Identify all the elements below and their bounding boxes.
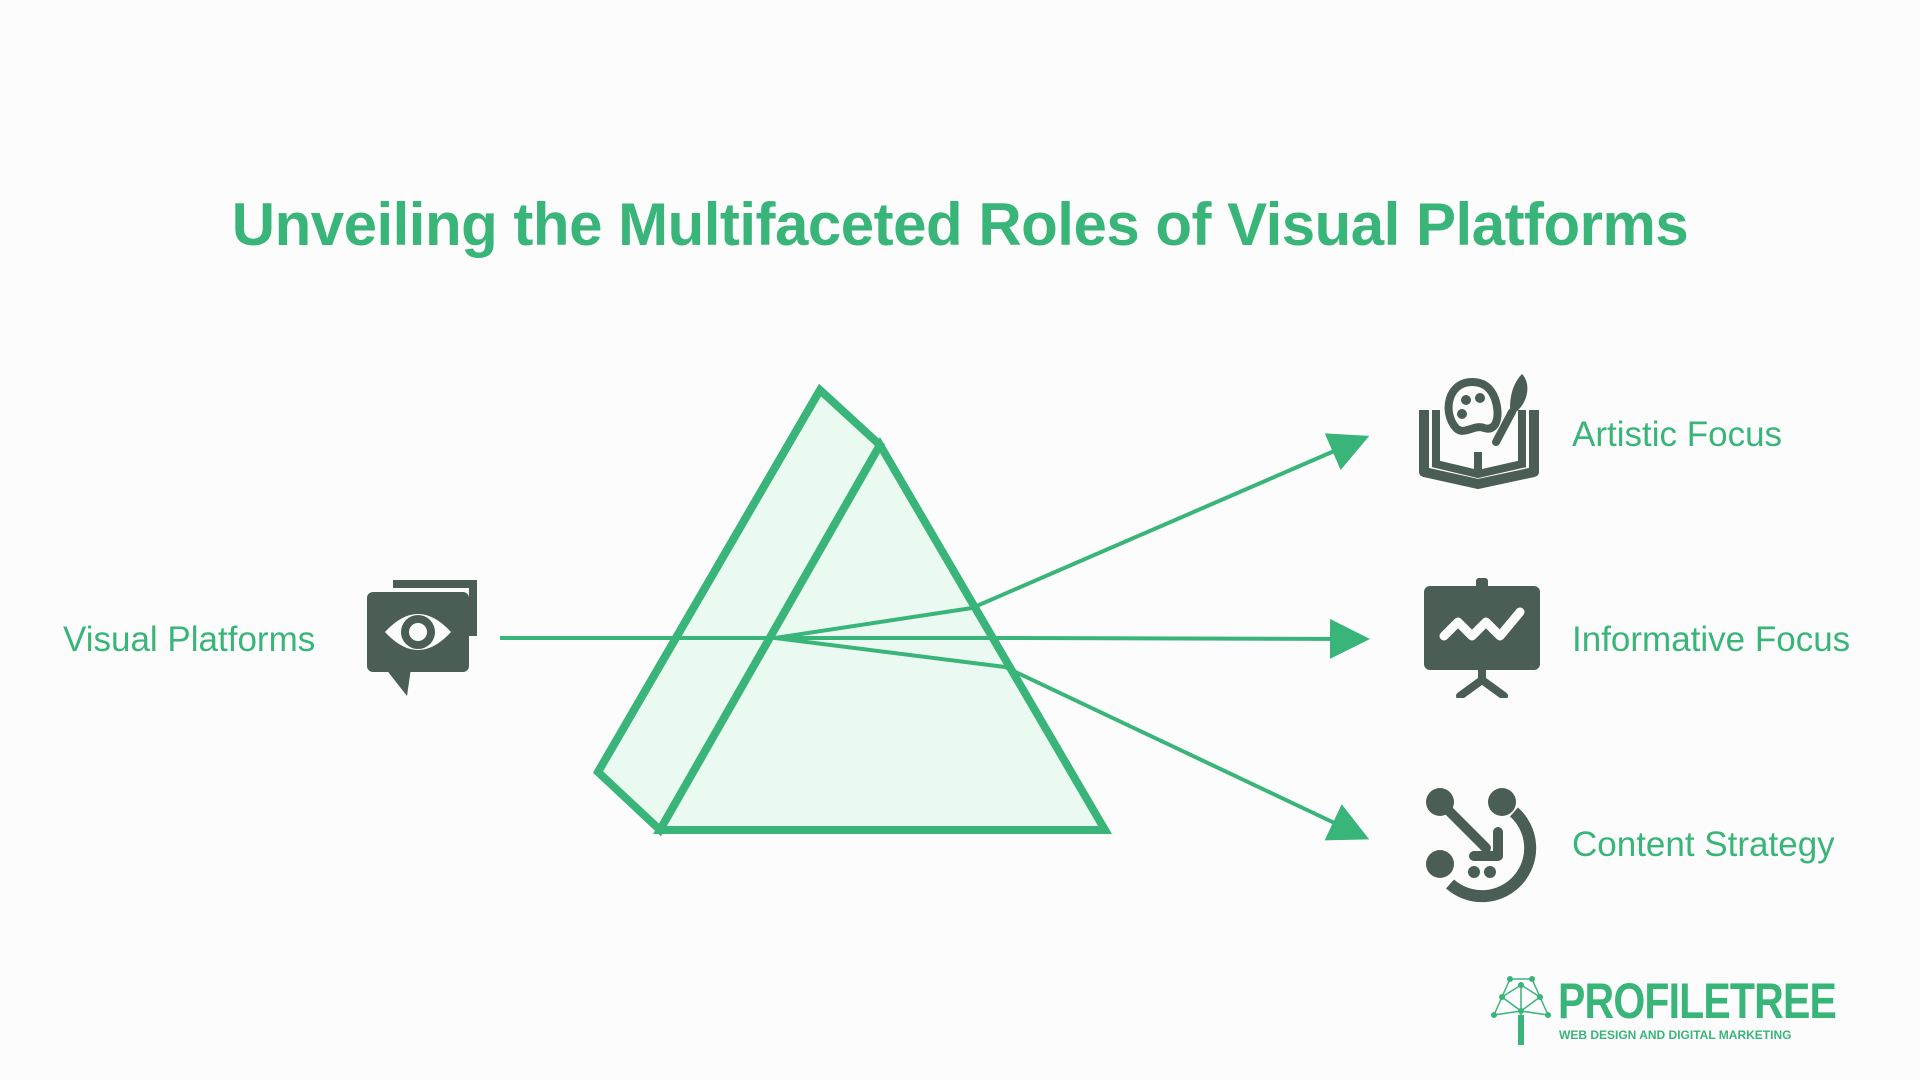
output-label-informative: Informative Focus [1572, 620, 1851, 659]
strategy-path-icon [1426, 788, 1537, 903]
page-title: Unveiling the Multifaceted Roles of Visu… [231, 191, 1689, 258]
prism [592, 383, 1112, 837]
refraction-line-top [774, 606, 973, 640]
palette-book-icon [1419, 374, 1539, 489]
logo-tagline: WEB DESIGN AND DIGITAL MARKETING [1559, 1028, 1792, 1042]
logo-wordmark: PROFILETREE [1558, 973, 1837, 1029]
prism-edge [594, 387, 824, 775]
eye-chat-icon [367, 580, 477, 696]
source-label: Visual Platforms [63, 620, 316, 659]
output-arrow-artistic [971, 433, 1370, 610]
profiletree-logo: PROFILETREE WEB DESIGN AND DIGITAL MARKE… [1488, 973, 1837, 1048]
refraction-line-bottom [774, 636, 1006, 669]
output-label-artistic: Artistic Focus [1572, 415, 1783, 454]
output-arrow-informative [994, 618, 1370, 659]
presentation-chart-icon [1424, 578, 1540, 698]
output-label-strategy: Content Strategy [1572, 825, 1835, 864]
tree-network-logo-icon [1491, 976, 1551, 1045]
output-arrow-strategy [1004, 665, 1370, 841]
